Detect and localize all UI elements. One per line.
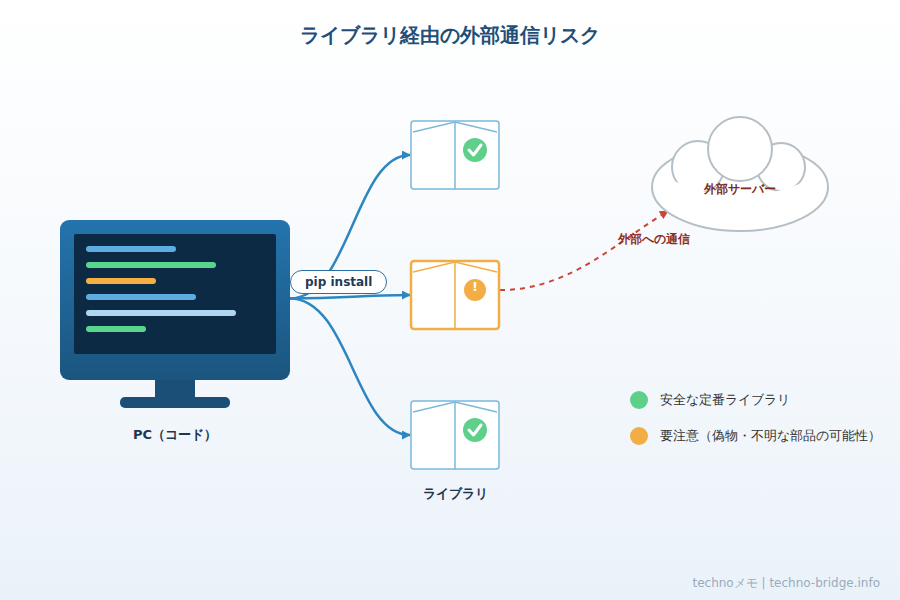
connector-arrow: [290, 295, 410, 298]
server-cloud: 外部サーバー: [650, 115, 830, 235]
watermark: technoメモ | techno-bridge.info: [580, 575, 880, 592]
dashed-connector: [500, 211, 668, 290]
column-label: ライブラリ: [380, 485, 530, 503]
edge-label: 外部への通信: [618, 231, 690, 248]
legend-text: 安全な定番ライブラリ: [660, 391, 790, 409]
cloud-outline: [650, 115, 830, 235]
connector-arrow: [290, 155, 410, 298]
package-icon: [410, 120, 500, 190]
library-box: [410, 400, 500, 470]
legend-swatch: [630, 427, 648, 445]
diagram-title: ライブラリ経由の外部通信リスク: [0, 22, 900, 49]
library-box: [410, 120, 500, 190]
edge-label: pip install: [290, 270, 387, 294]
monitor-illustration: [60, 220, 290, 410]
node-label: 外部サーバー: [650, 181, 830, 198]
library-box-warning: !: [410, 260, 500, 330]
node-label: PC（コード）: [60, 426, 290, 444]
legend-swatch: [630, 391, 648, 409]
connector-arrow: [290, 298, 410, 435]
package-icon: [410, 400, 500, 470]
node-label: !: [464, 279, 486, 301]
pc-monitor: PC（コード）: [60, 220, 290, 380]
package-icon: [410, 260, 500, 330]
legend-text: 要注意（偽物・不明な部品の可能性）: [660, 427, 881, 445]
